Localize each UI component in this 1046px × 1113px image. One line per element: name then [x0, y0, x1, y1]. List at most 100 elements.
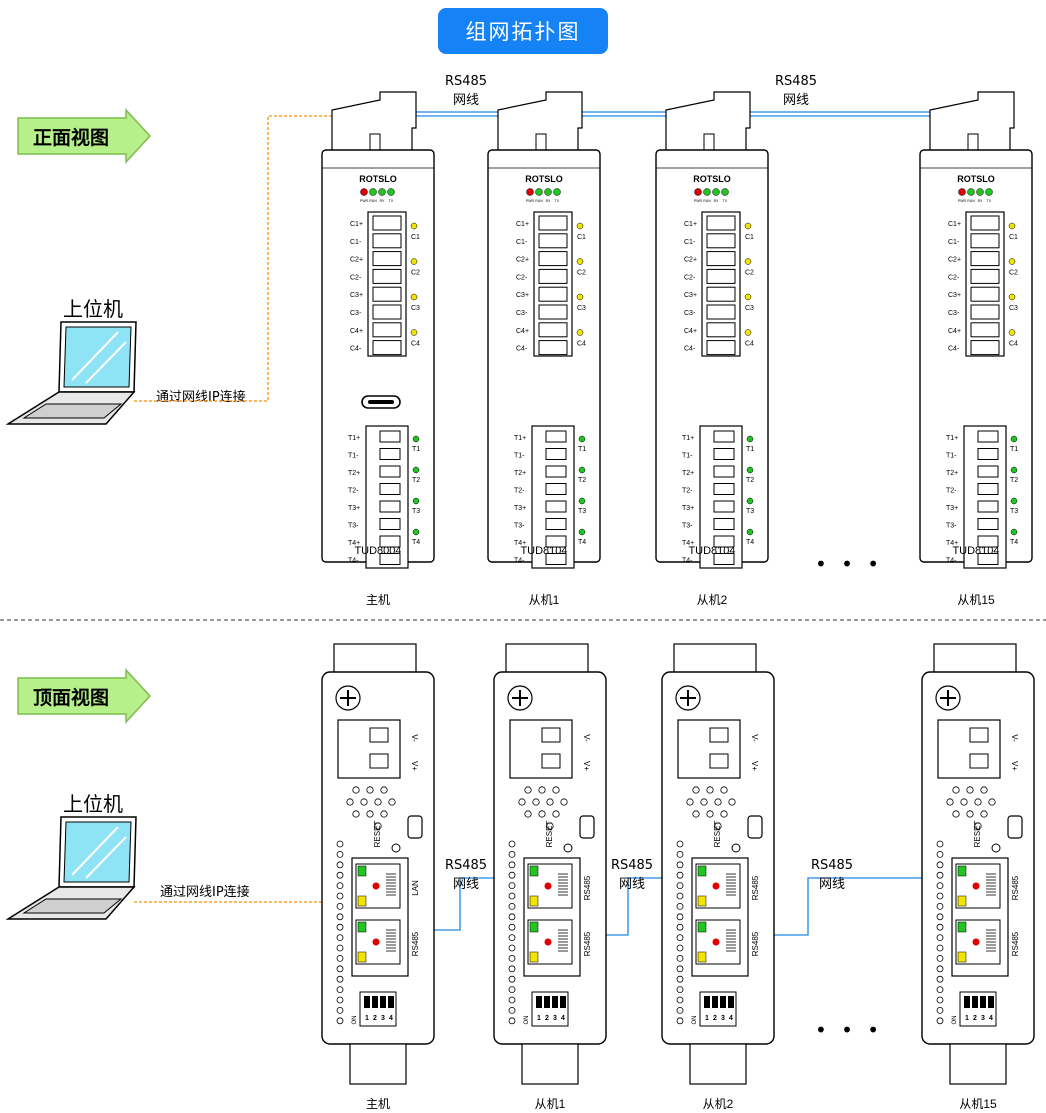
front-cable-label-1: RS485 网线 [436, 74, 496, 108]
dip-lever [372, 996, 378, 1008]
terminal-screw [706, 215, 736, 231]
indicator-hole [936, 986, 944, 994]
dip-number: 2 [545, 1015, 549, 1022]
vent-hole [524, 810, 532, 818]
port-marker [712, 882, 720, 890]
pin-label: T1+ [682, 435, 694, 442]
front-view-arrow: 正面视图 [16, 108, 152, 164]
channel-led-label: T2 [1010, 477, 1018, 484]
vent-hole [366, 810, 374, 818]
terminal-screw [970, 340, 1000, 356]
dip-lever [552, 996, 558, 1008]
dip-lever [980, 996, 986, 1008]
indicator-hole [508, 923, 516, 931]
terminal-screw [977, 535, 999, 548]
channel-led-label: C1 [411, 234, 420, 241]
indicator-hole [508, 902, 516, 910]
terminal-screw [538, 233, 568, 249]
channel-led [744, 222, 752, 230]
vent-hole [560, 798, 568, 806]
terminal-screw [706, 251, 736, 267]
din-clip [929, 91, 1015, 150]
indicator-hole [676, 1006, 684, 1014]
indicator-hole [936, 882, 944, 890]
pin-label: C2- [948, 274, 960, 281]
terminal-screw [713, 553, 735, 565]
channel-led-label: T3 [1010, 508, 1018, 515]
terminal-screw [538, 286, 568, 302]
vent-hole [692, 786, 700, 794]
pin-label: C1- [948, 239, 960, 246]
port-label: RS485 [751, 931, 760, 956]
pin-label: C4- [948, 346, 960, 353]
channel-led [576, 293, 584, 301]
dip-lever [712, 996, 718, 1008]
terminal-screw [545, 535, 567, 548]
clip-latch [369, 133, 381, 151]
terminal-screw [977, 430, 999, 443]
status-led [369, 188, 377, 196]
terminal-screw [970, 215, 1000, 231]
dip-number: 3 [553, 1015, 557, 1022]
terminal-screw [372, 233, 402, 249]
role-label: 从机1 [535, 1097, 566, 1111]
indicator-hole [936, 913, 944, 921]
vent-hole [552, 810, 560, 818]
pin-label: C2+ [350, 257, 363, 264]
front-view-label: 正面视图 [32, 126, 109, 149]
pin-label: T2+ [348, 470, 360, 477]
port-led [529, 895, 539, 907]
led-label: RUN [535, 199, 543, 203]
pin-label: T2- [682, 488, 693, 495]
port-led [357, 921, 367, 933]
indicator-hole [936, 1006, 944, 1014]
power-slot [541, 727, 561, 743]
brand-label: ROTSLO [525, 174, 563, 184]
indicator-hole [676, 944, 684, 952]
terminal-screw [372, 322, 402, 338]
vent-hole [728, 798, 736, 806]
indicator-hole [936, 944, 944, 952]
terminal-screw [713, 500, 735, 513]
led-label: RUN [703, 199, 711, 203]
pin-label: T3+ [682, 505, 694, 512]
indicator-hole [936, 996, 944, 1004]
led-label: TX [555, 199, 560, 203]
dip-number: 1 [365, 1015, 369, 1022]
pin-label: T3+ [946, 505, 958, 512]
pin-label: T3- [682, 523, 693, 530]
pin-label: C3+ [516, 292, 529, 299]
power-slot [369, 727, 389, 743]
terminal-screw [545, 518, 567, 530]
top-view-label: 顶面视图 [32, 686, 109, 709]
terminal-screw [713, 535, 735, 548]
led-label: PWR [526, 199, 535, 203]
din-clip [333, 643, 417, 675]
pin-label: T1+ [348, 435, 360, 442]
port-label: RS485 [751, 875, 760, 900]
dip-number: 3 [381, 1015, 385, 1022]
pin-label: C1- [350, 239, 362, 246]
pin-label: C1+ [948, 221, 961, 228]
terminal-screw [538, 340, 568, 356]
indicator-hole [676, 892, 684, 900]
indicator-hole [336, 944, 344, 952]
status-led [553, 188, 561, 196]
led-label: RX [714, 199, 720, 203]
indicator-hole [336, 975, 344, 983]
vent-hole [952, 786, 960, 794]
vent-hole [546, 798, 554, 806]
role-label: 主机 [366, 1097, 390, 1111]
din-clip [933, 643, 1017, 675]
indicator-hole [676, 954, 684, 962]
channel-led [1008, 329, 1016, 336]
terminal-screw [372, 251, 402, 267]
dip-number: 2 [713, 1015, 717, 1022]
status-led [535, 188, 543, 196]
brand-label: ROTSLO [693, 174, 731, 184]
pin-label: C3- [516, 310, 528, 317]
pin-label: T2- [514, 488, 525, 495]
